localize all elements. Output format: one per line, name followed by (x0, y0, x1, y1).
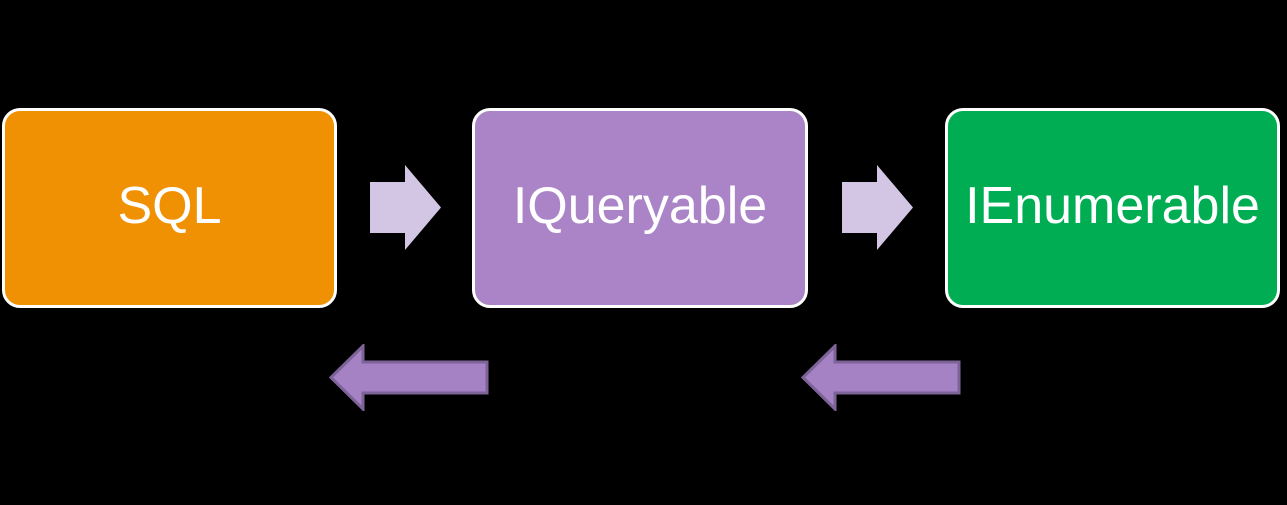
return-arrow-ienumerable-to-iqueryable-icon (801, 344, 961, 411)
node-sql: SQL (2, 108, 337, 308)
node-ienumerable-label: IEnumerable (965, 177, 1260, 235)
forward-arrow-sql-to-iqueryable-icon (370, 165, 441, 250)
node-ienumerable: IEnumerable (945, 108, 1280, 308)
node-iqueryable: IQueryable (472, 108, 808, 308)
node-iqueryable-label: IQueryable (512, 177, 768, 235)
forward-arrow-iqueryable-to-ienumerable-icon (842, 165, 913, 250)
return-arrow-iqueryable-to-sql-icon (329, 344, 489, 411)
node-sql-label: SQL (117, 177, 222, 235)
